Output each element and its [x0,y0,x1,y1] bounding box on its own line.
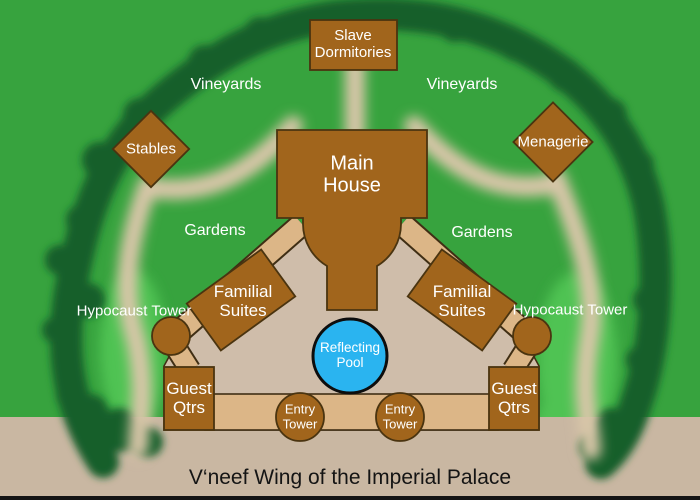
hypocaust-tower-left-building [151,316,191,356]
hypocaust-tower-right-building [512,316,552,356]
bottom-border [0,496,700,500]
menagerie-building [512,101,594,183]
guest-qtrs-left-building [163,366,215,431]
entry-tower-right-building [375,392,425,442]
guest-qtrs-right-building [488,366,540,431]
path-menagerie-house [404,116,564,197]
familial-suites-right-building [406,248,518,352]
map-title: V‘neef Wing of the Imperial Palace [188,466,512,489]
tree-hedge [42,0,672,479]
stables-building [111,109,191,189]
path-east [546,168,602,460]
familial-suites-left-building [185,248,297,352]
reflecting-pool-shape [311,317,389,395]
south-wall [204,393,499,431]
path-west [117,175,158,458]
buildings [111,19,594,442]
entry-tower-left-building [275,392,325,442]
slave-dormitories-building [309,19,398,71]
main-house-building [276,129,428,311]
